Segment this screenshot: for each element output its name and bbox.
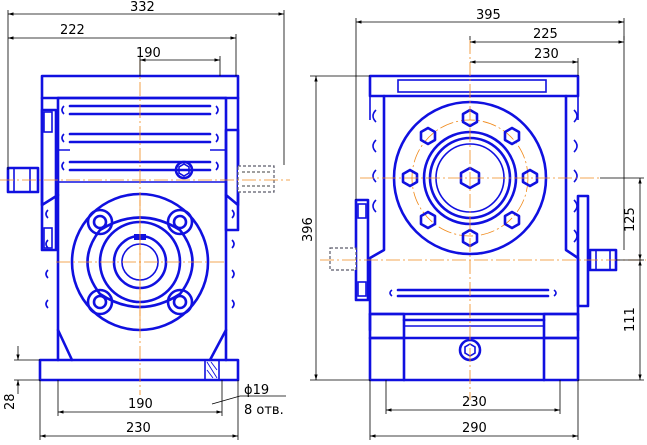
dim-front-190-top: 190 — [136, 46, 161, 61]
front-lower-housing — [56, 193, 228, 362]
front-dimensions: 332 222 190 28 190 230 ϕ19 8 отв — [3, 0, 286, 440]
side-dimensions: 395 225 230 396 125 111 230 — [301, 8, 644, 440]
side-ribs — [389, 288, 557, 298]
front-ribs — [58, 104, 226, 183]
dim-front-222: 222 — [60, 23, 85, 38]
dim-side-290: 290 — [462, 421, 487, 436]
front-view: 332 222 190 28 190 230 ϕ19 8 отв — [0, 0, 290, 440]
dim-side-125: 125 — [623, 207, 638, 232]
side-view: 395 225 230 396 125 111 230 — [301, 8, 646, 440]
dim-side-111: 111 — [623, 307, 638, 332]
side-left-foot — [368, 312, 406, 340]
dim-side-230-bottom: 230 — [462, 395, 487, 410]
front-base — [38, 358, 240, 382]
dim-front-hole-diameter: ϕ19 — [244, 383, 269, 398]
dim-side-225: 225 — [533, 27, 558, 42]
dim-front-hole-count: 8 отв. — [244, 403, 284, 418]
dim-front-28: 28 — [3, 393, 18, 410]
dim-front-230: 230 — [126, 421, 151, 436]
side-base — [368, 336, 580, 382]
dim-front-190-bottom: 190 — [128, 397, 153, 412]
dim-side-395: 395 — [476, 8, 501, 23]
front-drain-plug — [174, 160, 194, 180]
side-top-plate — [368, 74, 580, 98]
dim-side-396: 396 — [301, 217, 316, 242]
dim-side-230-top: 230 — [534, 47, 559, 62]
dim-front-332: 332 — [130, 0, 155, 15]
side-right-foot — [542, 312, 580, 340]
